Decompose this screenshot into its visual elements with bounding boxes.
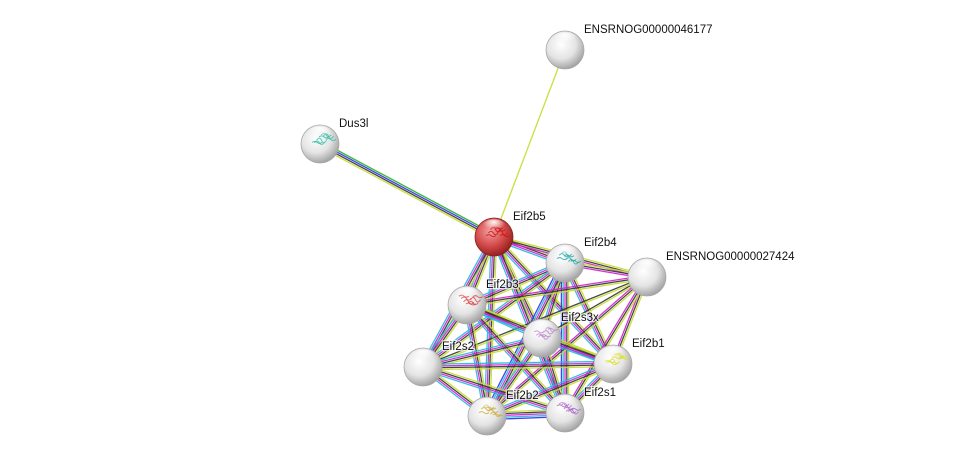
node-Eif2s1[interactable]: Eif2s1 bbox=[545, 386, 617, 433]
node-highlight bbox=[553, 245, 577, 260]
node-Dus3l[interactable]: Dus3l bbox=[300, 117, 370, 164]
evidence-line-experiments bbox=[486, 362, 613, 416]
node-Eif2b4[interactable]: Eif2b4 bbox=[545, 236, 618, 283]
edge-Eif2b1-Eif2b2[interactable] bbox=[485, 360, 615, 420]
node-label: Eif2b2 bbox=[506, 390, 539, 402]
edge-Eif2s2-Eif2s1[interactable] bbox=[421, 363, 567, 417]
node-Eif2b3[interactable]: Eif2b3 bbox=[447, 278, 520, 325]
node-Eif2b1[interactable]: Eif2b1 bbox=[593, 337, 666, 384]
node-label: Eif2b5 bbox=[513, 211, 546, 223]
node-layer: ENSRNOG00000046177Dus3lEif2b5Eif2b4ENSRN… bbox=[300, 23, 796, 436]
node-label: Eif2b3 bbox=[486, 279, 519, 291]
evidence-line-databases bbox=[485, 360, 613, 415]
evidence-line-experiments bbox=[422, 362, 613, 367]
evidence-line-textmining bbox=[318, 145, 494, 240]
edge-ENSRNOG00000027424-Eif2s3x[interactable] bbox=[541, 275, 648, 340]
evidence-line-textmining bbox=[542, 277, 648, 340]
node-label: Eif2s3x bbox=[561, 312, 599, 324]
node-highlight bbox=[308, 126, 332, 141]
evidence-line-textmining bbox=[423, 339, 543, 371]
node-highlight bbox=[530, 320, 554, 335]
evidence-line-databases bbox=[464, 306, 564, 416]
edge-ENSRNOG00000027424-Eif2b3[interactable] bbox=[466, 274, 648, 308]
evidence-line-coexpression bbox=[541, 275, 647, 338]
node-highlight bbox=[411, 349, 435, 364]
evidence-line-coexpression bbox=[319, 144, 494, 239]
node-highlight bbox=[553, 32, 577, 47]
node-label: Eif2b4 bbox=[584, 237, 617, 249]
evidence-line-experiments bbox=[465, 305, 565, 415]
node-ENSRNOG00000027424[interactable]: ENSRNOG00000027424 bbox=[627, 250, 796, 297]
evidence-line-experiments bbox=[422, 367, 565, 415]
evidence-line-experiments bbox=[466, 274, 647, 304]
evidence-line-coexpression bbox=[467, 303, 567, 413]
node-highlight bbox=[475, 398, 499, 413]
edge-Eif2s3x-Eif2s2[interactable] bbox=[422, 334, 543, 371]
evidence-line-textmining bbox=[423, 366, 614, 371]
edge-Eif2b4-Eif2s1[interactable] bbox=[560, 263, 570, 413]
evidence-line-textmining bbox=[493, 49, 566, 238]
evidence-line-databases bbox=[421, 368, 565, 417]
node-highlight bbox=[482, 219, 506, 234]
edge-Eif2b1-Eif2s2[interactable] bbox=[422, 360, 614, 371]
node-Eif2s3x[interactable]: Eif2s3x bbox=[522, 311, 600, 358]
node-label: Dus3l bbox=[339, 118, 368, 130]
evidence-line-coexpression bbox=[423, 365, 566, 413]
node-Eif2s2[interactable]: Eif2s2 bbox=[403, 340, 475, 387]
evidence-line-experiments bbox=[562, 275, 647, 413]
node-Eif2b5[interactable]: Eif2b5 bbox=[474, 210, 547, 257]
evidence-line-databases bbox=[422, 334, 542, 366]
node-label: Eif2s2 bbox=[442, 341, 474, 353]
evidence-line-coexpression bbox=[564, 276, 648, 414]
node-Eif2b2[interactable]: Eif2b2 bbox=[467, 389, 540, 436]
node-label: Eif2s1 bbox=[584, 387, 616, 399]
evidence-line-coexpression bbox=[487, 364, 614, 418]
edge-ENSRNOG00000046177-Eif2b5[interactable] bbox=[493, 49, 566, 238]
node-ENSRNOG00000046177[interactable]: ENSRNOG00000046177 bbox=[545, 23, 714, 70]
evidence-line-coexpression bbox=[466, 276, 648, 306]
evidence-line-fusion bbox=[320, 142, 495, 237]
evidence-line-textmining bbox=[487, 365, 615, 420]
edge-Dus3l-Eif2b5[interactable] bbox=[318, 141, 496, 240]
node-label: Eif2b1 bbox=[632, 338, 665, 350]
node-highlight bbox=[455, 287, 479, 302]
node-label: ENSRNOG00000027424 bbox=[666, 251, 795, 263]
node-label: ENSRNOG00000046177 bbox=[584, 24, 713, 36]
evidence-line-neighborhood bbox=[320, 141, 496, 236]
evidence-line-coexpression bbox=[423, 338, 543, 369]
evidence-line-textmining bbox=[467, 278, 648, 308]
node-highlight bbox=[553, 395, 577, 410]
node-highlight bbox=[635, 259, 659, 274]
node-highlight bbox=[601, 346, 625, 361]
evidence-line-textmining bbox=[423, 363, 567, 412]
evidence-line-databases bbox=[422, 360, 613, 365]
evidence-line-experiments bbox=[422, 336, 542, 367]
evidence-line-coexpression bbox=[423, 364, 614, 369]
